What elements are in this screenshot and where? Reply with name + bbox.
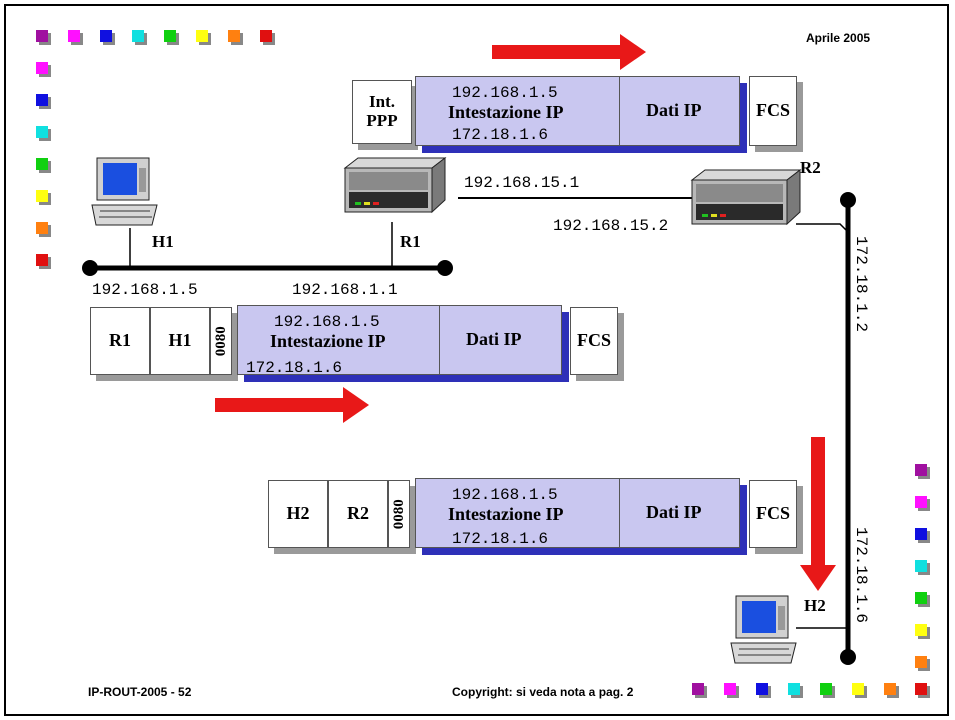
r2-drop	[796, 223, 849, 233]
eth2-ip-header-label: Intestazione IP	[448, 504, 564, 524]
eth1-data-label: Dati IP	[466, 329, 522, 349]
decor-square	[915, 624, 927, 636]
lan1-end-right	[437, 260, 453, 276]
decor-square	[260, 30, 272, 42]
lan1-end-left	[82, 260, 98, 276]
decor-square	[915, 656, 927, 668]
ppp-header-cell: Int. PPP	[352, 80, 412, 144]
eth2-src-cell: R2	[328, 480, 388, 548]
label-r1: R1	[400, 232, 421, 251]
router-r1-icon	[343, 156, 447, 214]
label-h2: H2	[804, 596, 826, 615]
ppp-ip-block: 192.168.1.5 Intestazione IP 172.18.1.6 D…	[415, 76, 740, 146]
ppp-ip-header-label: Intestazione IP	[448, 102, 564, 122]
decor-square	[36, 190, 48, 202]
host-h2-icon	[730, 595, 797, 664]
decor-square	[756, 683, 768, 695]
addr-r2-wan: 192.168.15.2	[553, 217, 669, 235]
host-h1-icon	[91, 157, 158, 226]
eth1-ip-header-label: Intestazione IP	[270, 331, 386, 351]
eth1-ip-src: 192.168.1.5	[274, 313, 380, 331]
addr-h1-lan: 192.168.1.5	[92, 281, 198, 299]
decor-square	[132, 30, 144, 42]
decor-square	[228, 30, 240, 42]
eth2-ip-src: 192.168.1.5	[452, 486, 558, 504]
eth1-fcs-cell: FCS	[570, 307, 618, 375]
decor-square	[36, 254, 48, 266]
eth1-ethertype-cell: 0080	[210, 307, 232, 375]
decor-square	[692, 683, 704, 695]
eth1-ethertype: 0080	[212, 326, 229, 356]
router-r2-icon	[690, 168, 802, 226]
ppp-data-label: Dati IP	[646, 100, 702, 120]
eth2-ethertype-cell: 0080	[388, 480, 410, 548]
addr-r1-wan: 192.168.15.1	[464, 174, 580, 192]
addr-r2-lan: 172.18.1.2	[852, 236, 870, 333]
decor-square	[36, 62, 48, 74]
slide-id: IP-ROUT-2005 - 52	[88, 685, 192, 699]
decor-square	[915, 683, 927, 695]
ppp-ip-src: 192.168.1.5	[452, 84, 558, 102]
decor-square	[36, 126, 48, 138]
decor-square	[68, 30, 80, 42]
eth2-data-label: Dati IP	[646, 502, 702, 522]
eth2-fcs-cell: FCS	[749, 480, 797, 548]
decor-square	[884, 683, 896, 695]
label-h1: H1	[152, 232, 174, 251]
addr-h2-lan: 172.18.1.6	[852, 527, 870, 624]
copyright-note: Copyright: si veda nota a pag. 2	[452, 685, 634, 699]
decor-square	[36, 222, 48, 234]
arrow-eth1-right	[215, 387, 369, 423]
decor-square	[915, 592, 927, 604]
decor-square	[36, 30, 48, 42]
eth2-ip-block: 192.168.1.5 Intestazione IP 172.18.1.6 D…	[415, 478, 740, 548]
decor-square	[100, 30, 112, 42]
eth2-ethertype: 0080	[390, 499, 407, 529]
ppp-fcs-cell: FCS	[749, 76, 797, 146]
decor-square	[915, 528, 927, 540]
date-label: Aprile 2005	[806, 31, 871, 45]
eth2-dst-cell: H2	[268, 480, 328, 548]
addr-r1-lan: 192.168.1.1	[292, 281, 398, 299]
decor-square	[915, 496, 927, 508]
decor-square	[788, 683, 800, 695]
arrow-eth2-down	[800, 437, 836, 591]
arrow-ppp-right	[492, 34, 646, 70]
decor-square	[196, 30, 208, 42]
decor-square	[36, 158, 48, 170]
label-r2: R2	[800, 158, 821, 177]
ppp-ip-dst: 172.18.1.6	[452, 126, 549, 144]
eth1-ip-dst: 172.18.1.6	[246, 359, 343, 377]
decor-square	[164, 30, 176, 42]
decor-square	[820, 683, 832, 695]
eth1-src-cell: H1	[150, 307, 210, 375]
lan2-end-top	[840, 192, 856, 208]
eth2-ip-dst: 172.18.1.6	[452, 530, 549, 548]
lan2-end-bottom	[840, 649, 856, 665]
eth1-ip-block: 192.168.1.5 Intestazione IP 172.18.1.6 D…	[237, 305, 562, 377]
decor-square	[915, 560, 927, 572]
decor-square	[915, 464, 927, 476]
decor-square	[36, 94, 48, 106]
decor-square	[724, 683, 736, 695]
eth1-dst-cell: R1	[90, 307, 150, 375]
slide-border	[4, 4, 949, 716]
decor-square	[852, 683, 864, 695]
